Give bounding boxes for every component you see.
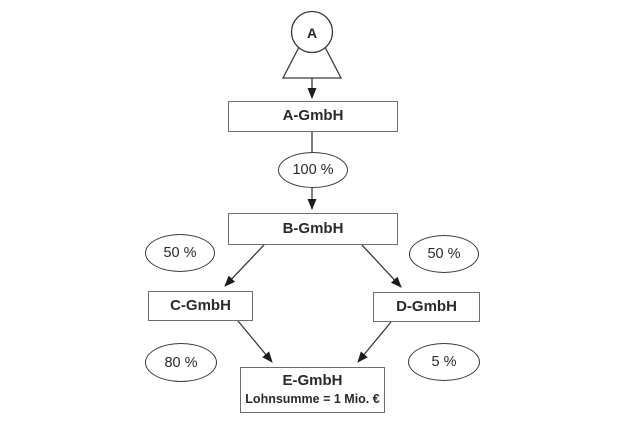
ownership-label-d-e: 5 %	[408, 343, 480, 381]
ownership-label-b-d: 50 %	[409, 235, 479, 273]
node-a-gmbh-label: A-GmbH	[282, 107, 344, 125]
node-c-gmbh-label: C-GmbH	[170, 296, 231, 314]
node-e-gmbh-sublabel: Lohnsumme = 1 Mio. €	[245, 392, 380, 407]
ownership-label-b-d-text: 50 %	[427, 246, 461, 262]
node-b-gmbh-label: B-GmbH	[282, 219, 344, 237]
node-e-gmbh-label: E-GmbH	[282, 372, 343, 390]
ownership-label-d-e-text: 5 %	[431, 354, 457, 370]
ownership-label-a-b: 100 %	[278, 152, 348, 188]
node-b-gmbh: B-GmbH	[228, 213, 398, 245]
person-label: A	[307, 25, 317, 41]
connector-b-to-c	[224, 244, 265, 287]
ownership-label-a-b-text: 100 %	[292, 162, 334, 178]
connector-d-to-e	[357, 321, 392, 363]
node-a-gmbh: A-GmbH	[228, 101, 398, 132]
node-e-gmbh: E-GmbH Lohnsumme = 1 Mio. €	[240, 367, 385, 413]
ownership-label-c-e: 80 %	[145, 343, 217, 382]
connector-b-to-d	[361, 244, 402, 288]
node-d-gmbh: D-GmbH	[373, 292, 480, 322]
connector-c-to-e	[237, 320, 273, 363]
ownership-label-c-e-text: 80 %	[164, 354, 198, 371]
node-c-gmbh: C-GmbH	[148, 291, 253, 321]
ownership-label-b-c: 50 %	[145, 234, 215, 272]
person-head-circle	[290, 10, 334, 54]
node-d-gmbh-label: D-GmbH	[396, 297, 457, 315]
ownership-label-b-c-text: 50 %	[163, 245, 197, 261]
person-symbol: A	[281, 10, 343, 79]
